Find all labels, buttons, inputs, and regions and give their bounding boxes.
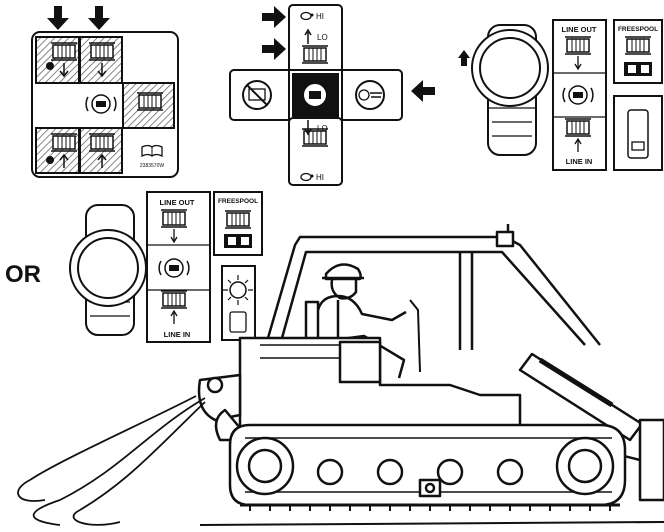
ground-line xyxy=(200,522,664,525)
line-out-label: LINE OUT xyxy=(160,198,195,207)
winch-drum-icon xyxy=(161,291,187,308)
winch-drum-icon xyxy=(225,211,251,228)
winch-drum-icon xyxy=(161,210,187,227)
arrow-down-icon xyxy=(47,6,69,30)
winch-drum-icon xyxy=(89,43,115,60)
winch-drum-icon xyxy=(565,37,591,54)
winch-drum-icon xyxy=(302,46,328,63)
line-in-label: LINE IN xyxy=(164,330,191,339)
winch-drum-icon xyxy=(89,134,115,151)
winch-drum-icon xyxy=(51,43,77,60)
line-in-label: LINE IN xyxy=(566,157,593,166)
hi-label-bottom: HI xyxy=(316,173,324,182)
decal-b: LO LO HI HI xyxy=(230,5,435,185)
lo-label-bottom: LO xyxy=(317,124,328,133)
brake-icon xyxy=(243,81,271,109)
arrow-right-icon xyxy=(262,38,286,60)
decal-d: OR LINE OUT LINE IN FREESPOOL xyxy=(5,192,262,342)
decal-part-number: 2383570W xyxy=(140,163,164,169)
decal-a: 2383570W xyxy=(32,6,178,177)
hi-label-top: HI xyxy=(316,12,324,21)
control-lever-icon xyxy=(472,25,548,155)
freespool-label: FREESPOOL xyxy=(618,26,658,33)
book-icon xyxy=(142,146,162,157)
winch-drum-icon xyxy=(625,37,651,54)
control-lever-icon xyxy=(70,205,146,335)
arrow-down-icon xyxy=(88,6,110,30)
line-out-label: LINE OUT xyxy=(562,25,597,34)
lo-label-top: LO xyxy=(317,33,328,42)
track-assembly xyxy=(230,425,625,511)
freespool-label: FREESPOOL xyxy=(218,198,258,205)
or-label: OR xyxy=(5,261,41,288)
decal-c: LINE OUT LINE IN FREESPOOL xyxy=(458,20,662,170)
winch-drum-icon xyxy=(51,134,77,151)
arrow-left-icon xyxy=(411,80,435,102)
winch-drum-icon xyxy=(137,93,163,110)
arrow-right-icon xyxy=(262,6,286,28)
arrow-up-icon xyxy=(458,50,470,66)
hand-icon xyxy=(356,81,384,109)
winch-drum-icon xyxy=(565,119,591,136)
